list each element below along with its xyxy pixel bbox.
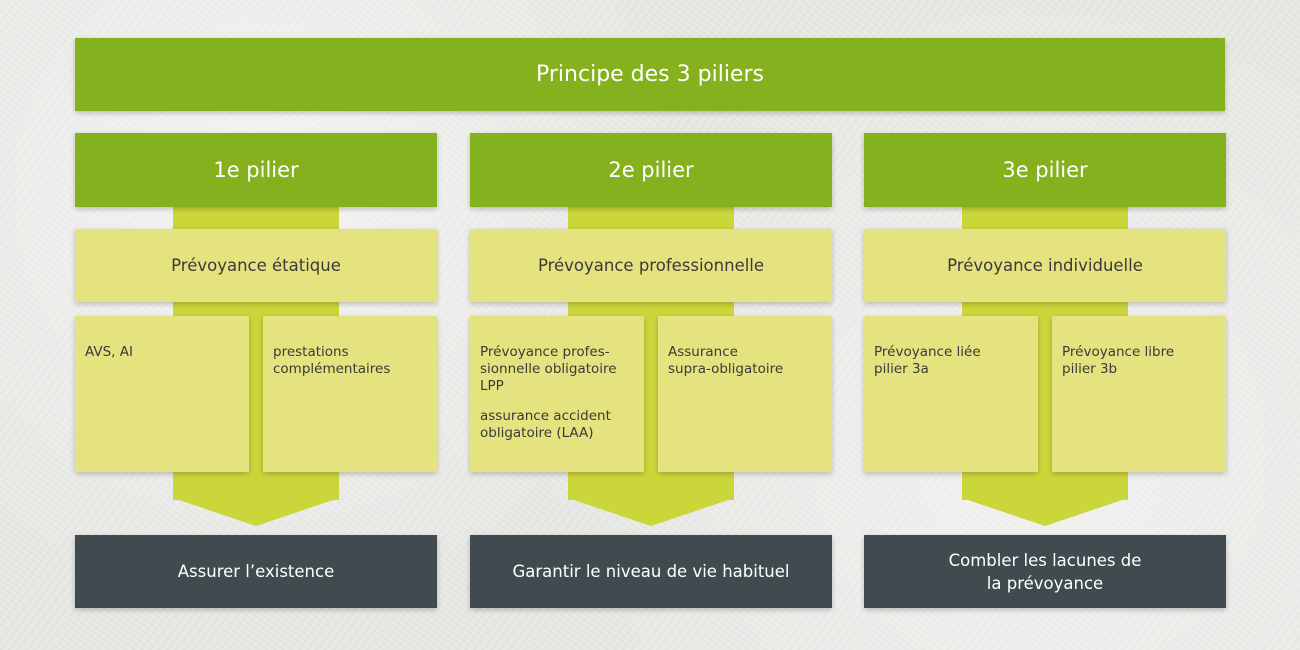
- pillar-2-header: 2e pilier: [470, 133, 832, 207]
- pillar-2-item-1-extra: assurance accident obligatoire (LAA): [480, 408, 611, 441]
- pillar-2-item-2: Assurance supra-obligatoire: [658, 316, 832, 472]
- pillar-3-header: 3e pilier: [864, 133, 1226, 207]
- pillar-2-goal: Garantir le niveau de vie habituel: [470, 535, 832, 608]
- pillar-3-item-1: Prévoyance liée pilier 3a: [864, 316, 1038, 472]
- pillar-1-arrow-head: [173, 498, 339, 526]
- pillar-1-header: 1e pilier: [75, 133, 437, 207]
- diagram-title: Principe des 3 piliers: [75, 38, 1225, 111]
- pillar-1-item-2-text: prestations complémentaires: [273, 344, 391, 377]
- pillar-2-item-1: Prévoyance profes- sionnelle obligatoire…: [470, 316, 644, 472]
- pillar-3-goal: Combler les lacunes de la prévoyance: [864, 535, 1226, 608]
- pillar-1-item-2: prestations complémentaires: [263, 316, 437, 472]
- pillar-3-item-1-text: Prévoyance liée pilier 3a: [874, 344, 981, 377]
- pillar-3-item-2: Prévoyance libre pilier 3b: [1052, 316, 1226, 472]
- pillar-1-item-1-text: AVS, AI: [85, 344, 133, 360]
- pillar-2-type: Prévoyance professionnelle: [470, 229, 832, 302]
- pillar-3-arrow-head: [962, 498, 1128, 526]
- pillar-1-goal: Assurer l’existence: [75, 535, 437, 608]
- pillar-1-type: Prévoyance étatique: [75, 229, 437, 302]
- pillar-3-type: Prévoyance individuelle: [864, 229, 1226, 302]
- pillar-3-item-2-text: Prévoyance libre pilier 3b: [1062, 344, 1175, 377]
- pillar-2-item-2-text: Assurance supra-obligatoire: [668, 344, 784, 377]
- pillar-2-item-1-text: Prévoyance profes- sionnelle obligatoire…: [480, 344, 617, 394]
- pillar-2-arrow-head: [568, 498, 734, 526]
- pillar-1-item-1: AVS, AI: [75, 316, 249, 472]
